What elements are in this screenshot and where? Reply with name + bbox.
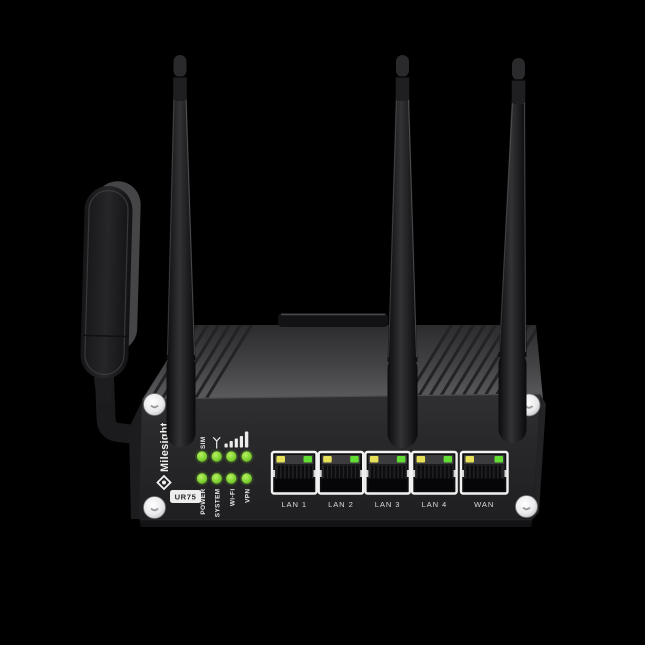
lan3-link-led-right [396, 456, 406, 463]
signal-strength-bars-icon [224, 431, 249, 448]
whip-right-tip-cap [512, 58, 525, 80]
ethernet-ports: LAN 1 LAN 2 LAN 3 [270, 450, 509, 509]
wifi-led [226, 473, 237, 484]
port-lan2-label: LAN 2 [328, 500, 354, 509]
whip-right-body [498, 101, 527, 357]
whip-middle-base-barrel [387, 354, 418, 448]
screw-bottom-right-icon [515, 495, 538, 518]
screw-bottom-left-icon [143, 496, 166, 519]
signal-led-1 [211, 451, 222, 462]
cellular-antenna-icon [212, 436, 221, 449]
whip-left-body [166, 98, 196, 360]
whip-left-tip-segment [173, 77, 187, 101]
port-lan1: LAN 1 [270, 450, 318, 509]
whip-antenna-right [498, 58, 527, 443]
wifi-led-label: Wi-Fi [229, 489, 236, 507]
port-lan3-label: LAN 3 [375, 500, 401, 509]
port-lan2: LAN 2 [317, 450, 365, 509]
paddle-antenna-blade [80, 186, 133, 379]
whip-left-base-barrel [166, 352, 196, 447]
whip-left-tip-cap [173, 55, 187, 77]
whip-right-base-barrel [498, 350, 527, 443]
whip-middle-tip-segment [395, 77, 410, 101]
paddle-antenna-neck [93, 377, 114, 403]
chassis-top-surface [143, 325, 543, 399]
top-raised-bar [278, 313, 388, 327]
signal-led-3 [241, 451, 252, 462]
system-led [211, 473, 222, 484]
lan4-link-led-right [443, 456, 453, 463]
whip-antenna-left [166, 55, 196, 447]
milesight-logo-icon [156, 474, 172, 491]
model-name: UR75 [175, 493, 197, 502]
lan2-activity-led-left [323, 456, 332, 463]
system-led-label: SYSTEM [215, 489, 222, 518]
vpn-led [241, 473, 252, 484]
paddle-antenna-seam [84, 189, 129, 376]
lan1-activity-led-left [276, 456, 285, 463]
wan-link-led-right [494, 456, 503, 463]
chassis-right-side [533, 394, 546, 519]
sim-led [196, 451, 208, 462]
power-led-label: POWER [200, 489, 207, 515]
paddle-antenna-joint-line [82, 334, 128, 338]
screw-top-left-icon [143, 393, 166, 416]
lan2-link-led-right [350, 456, 359, 463]
lan1-link-led-right [303, 456, 312, 463]
model-badge [170, 490, 201, 503]
whip-middle-body [387, 98, 418, 362]
whip-middle-tip-cap [396, 55, 409, 77]
power-led [196, 473, 208, 484]
port-lan4-label: LAN 4 [421, 500, 447, 509]
paddle-antenna-hinge-arm [94, 358, 148, 445]
status-led-block: SIM POWER SYSTEM Wi-Fi VPN [195, 431, 254, 518]
lan3-activity-led-left [369, 456, 379, 463]
signal-led-2 [226, 451, 237, 462]
whip-antenna-middle [387, 55, 418, 448]
paddle-antenna [80, 181, 148, 445]
port-lan3: LAN 3 [364, 450, 412, 509]
port-lan4: LAN 4 [410, 450, 458, 509]
wan-activity-led-left [465, 456, 474, 463]
corner-screws [143, 393, 541, 519]
sim-led-label: SIM [200, 436, 207, 449]
front-top-edge [142, 393, 540, 400]
vpn-led-label: VPN [245, 489, 252, 503]
status-leds-bottom-row [195, 471, 254, 486]
chassis-left-side [129, 399, 143, 519]
port-lan1-label: LAN 1 [281, 500, 307, 509]
whip-right-tip-segment [511, 80, 526, 104]
port-wan: WAN [459, 450, 509, 509]
chassis-bottom-lip [139, 519, 533, 527]
status-leds-top-row [195, 449, 254, 464]
port-wan-label: WAN [474, 500, 494, 509]
lan4-activity-led-left [416, 456, 426, 463]
